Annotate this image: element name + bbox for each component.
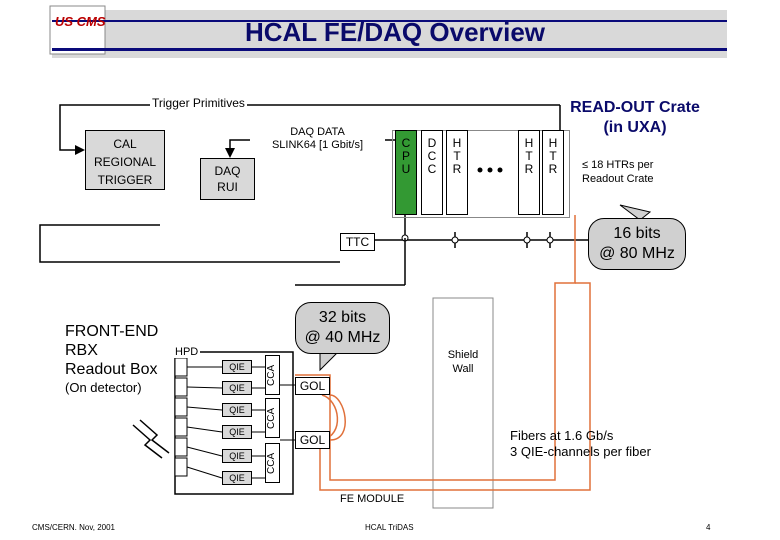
- htr-card-1: H T R: [446, 130, 468, 215]
- card-letter: P: [401, 149, 410, 163]
- readout-crate-line2: (in UXA): [603, 119, 667, 136]
- logo-frame: [49, 5, 106, 55]
- card-letter: C: [401, 136, 411, 150]
- cca-label-3: CCA: [266, 452, 277, 474]
- front-end-line1: FRONT-END: [65, 323, 159, 340]
- trigger-primitives-label: Trigger Primitives: [150, 96, 247, 110]
- card-letter: D: [427, 136, 437, 150]
- dcc-card: D C C: [421, 130, 443, 215]
- htr-note-line2: Readout Crate: [582, 173, 654, 185]
- htr-note-line1: ≤ 18 HTRs per: [582, 159, 654, 171]
- readout-crate-frame: [392, 130, 570, 218]
- bits-40-line1: 32 bits: [318, 309, 367, 326]
- card-letter: H: [524, 136, 534, 150]
- card-letter: T: [453, 149, 461, 163]
- gol-label-2: GOL: [299, 433, 326, 447]
- cca-chip-1: [265, 355, 280, 395]
- front-end-label: FRONT-END RBX Readout Box: [65, 322, 158, 379]
- logo: US CMS: [55, 14, 106, 29]
- gol-chip-1: GOL: [295, 377, 330, 395]
- qie-chip-6: QIE: [222, 471, 252, 485]
- bits-80-line1: 16 bits: [613, 225, 661, 242]
- fibers-label: Fibers at 1.6 Gb/s 3 QIE-channels per fi…: [510, 428, 651, 460]
- rui-label: RUI: [217, 180, 238, 194]
- fe-module-label: FE MODULE: [340, 493, 405, 505]
- bits-80-line2: @ 80 MHz: [599, 245, 675, 262]
- on-detector-label: (On detector): [65, 380, 142, 395]
- shield-wall-label: Shield Wall: [438, 348, 488, 376]
- hpd-label: HPD: [173, 346, 201, 358]
- cca-label-2: CCA: [266, 407, 277, 429]
- footer-left: CMS/CERN. Nov, 2001: [32, 523, 115, 532]
- card-letter: H: [548, 136, 558, 150]
- daq-data-label: DAQ DATA SLINK64 [1 Gbit/s]: [250, 126, 385, 152]
- footer-center: HCAL TriDAS: [365, 523, 414, 532]
- bits-40-line2: @ 40 MHz: [304, 329, 381, 346]
- card-letter: C: [427, 149, 437, 163]
- cca-label-1: CCA: [266, 364, 277, 386]
- front-end-line3: Readout Box: [65, 361, 158, 378]
- qie-chip-5: QIE: [222, 449, 252, 463]
- cal-label: CAL: [113, 137, 137, 151]
- page-title: HCAL FE/DAQ Overview: [244, 17, 546, 47]
- card-letter: R: [548, 162, 558, 176]
- shield-line1: Shield: [447, 349, 479, 361]
- callout-32-bits: 32 bits @ 40 MHz: [295, 302, 390, 354]
- cal-regional-trigger-box: CAL REGIONAL TRIGGER: [85, 130, 165, 190]
- readout-crate-label: READ-OUT Crate (in UXA): [560, 98, 710, 138]
- trigger-arrow: [75, 145, 85, 155]
- htr-note: ≤ 18 HTRs per Readout Crate: [582, 158, 654, 186]
- card-letter: T: [525, 149, 533, 163]
- card-letter: R: [452, 162, 462, 176]
- daq-data-line2: SLINK64 [1 Gbit/s]: [271, 139, 364, 151]
- title-top-rule: [52, 20, 727, 22]
- ttc-left-line: [39, 224, 340, 263]
- page-number: 4: [706, 523, 711, 532]
- title-bottom-rule: [52, 48, 727, 51]
- light-signal-icon: [132, 419, 170, 459]
- qie-chip-1: QIE: [222, 360, 252, 374]
- ttc-label: TTC: [345, 235, 370, 249]
- gol-chip-2: GOL: [295, 431, 330, 449]
- callout-16-bits: 16 bits @ 80 MHz: [588, 218, 686, 270]
- qie-chip-4: QIE: [222, 425, 252, 439]
- htr-card-2: H T R: [518, 130, 540, 215]
- daq-data-arrow: [225, 148, 235, 158]
- fibers-line1: Fibers at 1.6 Gb/s: [510, 428, 614, 443]
- fibers-line2: 3 QIE-channels per fiber: [510, 444, 651, 459]
- card-letter: T: [549, 149, 557, 163]
- shield-wall: [432, 297, 494, 509]
- readout-crate-line1: READ-OUT Crate: [570, 99, 700, 116]
- daq-data-line1: DAQ DATA: [290, 126, 345, 138]
- qie-chip-2: QIE: [222, 381, 252, 395]
- card-letter: R: [524, 162, 534, 176]
- daq-rui-box: DAQ RUI: [200, 158, 255, 200]
- shield-line2: Wall: [452, 363, 474, 375]
- logo-text: US CMS: [55, 14, 106, 29]
- hpd-fanout: [186, 366, 223, 479]
- card-letter: H: [452, 136, 462, 150]
- trigger-label: TRIGGER: [97, 173, 153, 187]
- cca-chip-2: [265, 398, 280, 438]
- card-letter: C: [427, 162, 437, 176]
- regional-label: REGIONAL: [93, 155, 156, 169]
- cca-chip-3: [265, 443, 280, 483]
- gol-label-1: GOL: [299, 379, 326, 393]
- daq-label: DAQ: [214, 164, 241, 178]
- ttc-box: TTC: [340, 233, 375, 251]
- cpu-card: C P U: [395, 130, 417, 215]
- hpd-pixels: [174, 357, 188, 477]
- front-end-line2: RBX: [65, 342, 98, 359]
- htr-card-3: H T R: [542, 130, 564, 215]
- card-letter: U: [401, 162, 411, 176]
- qie-chip-3: QIE: [222, 403, 252, 417]
